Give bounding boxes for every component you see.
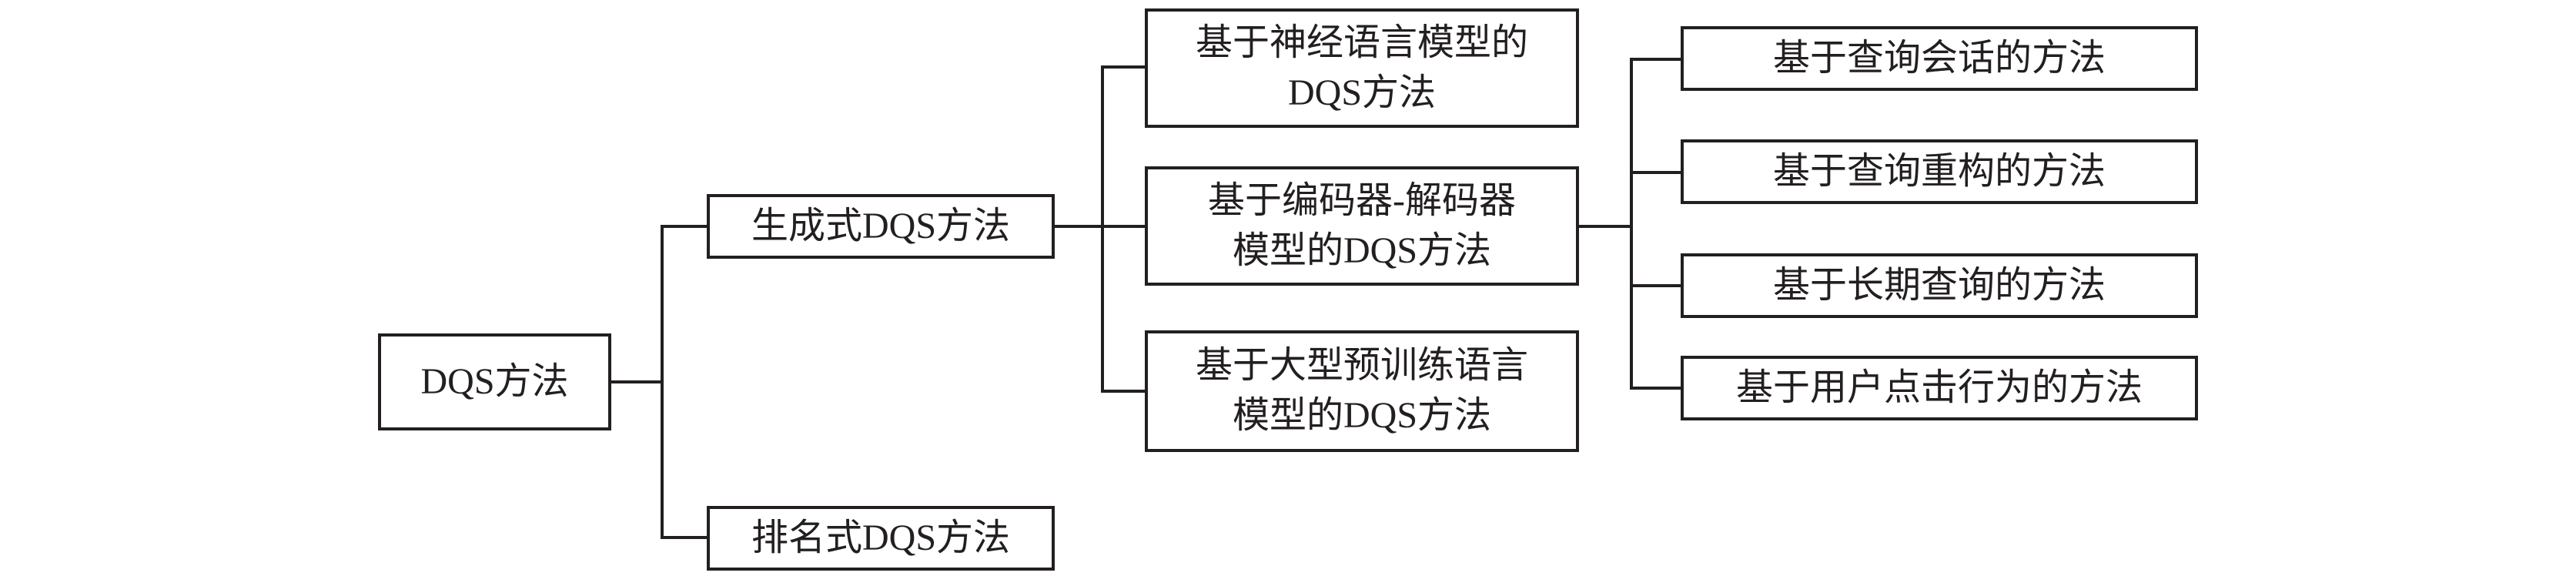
node-label: 生成式DQS方法: [751, 205, 1011, 246]
connector: [1101, 65, 1146, 69]
node-label: DQS方法: [420, 360, 569, 402]
node-label-line: DQS方法: [1287, 72, 1437, 113]
node-label: 排名式DQS方法: [751, 517, 1011, 558]
connector: [661, 225, 708, 228]
node-label: 基于用户点击行为的方法: [1735, 367, 2143, 408]
node-dqs-methods: DQS方法: [378, 333, 611, 430]
connector: [1630, 387, 1682, 390]
node-neural-lm-dqs: 基于神经语言模型的 DQS方法: [1145, 8, 1579, 128]
node-label: 基于长期查询的方法: [1772, 264, 2106, 306]
connector: [1630, 171, 1682, 174]
node-generative-dqs: 生成式DQS方法: [707, 194, 1055, 259]
node-label-line: 基于大型预训练语言: [1195, 345, 1528, 387]
connector: [1101, 390, 1146, 393]
connector: [661, 225, 664, 537]
connector: [1630, 58, 1633, 390]
node-ranking-dqs: 排名式DQS方法: [707, 506, 1055, 571]
node-pretrained-lm-dqs: 基于大型预训练语言 模型的DQS方法: [1145, 330, 1579, 452]
node-label-line: 基于神经语言模型的: [1195, 22, 1528, 63]
connector: [1055, 225, 1146, 228]
node-label-line: 基于编码器-解码器: [1208, 179, 1516, 221]
node-label: 基于查询会话的方法: [1772, 37, 2106, 79]
node-label-line: 模型的DQS方法: [1232, 229, 1492, 271]
node-query-session: 基于查询会话的方法: [1681, 26, 2198, 91]
node-user-click-behavior: 基于用户点击行为的方法: [1681, 356, 2198, 420]
node-encoder-decoder-dqs: 基于编码器-解码器 模型的DQS方法: [1145, 166, 1579, 286]
node-label: 基于查询重构的方法: [1772, 150, 2106, 192]
node-long-term-query: 基于长期查询的方法: [1681, 253, 2198, 318]
connector: [1101, 65, 1104, 393]
node-label-line: 模型的DQS方法: [1232, 395, 1492, 436]
connector: [661, 536, 708, 539]
connector: [1579, 225, 1631, 228]
connector: [611, 380, 662, 383]
node-query-reformulation: 基于查询重构的方法: [1681, 139, 2198, 204]
connector: [1630, 58, 1682, 61]
connector: [1630, 284, 1682, 287]
